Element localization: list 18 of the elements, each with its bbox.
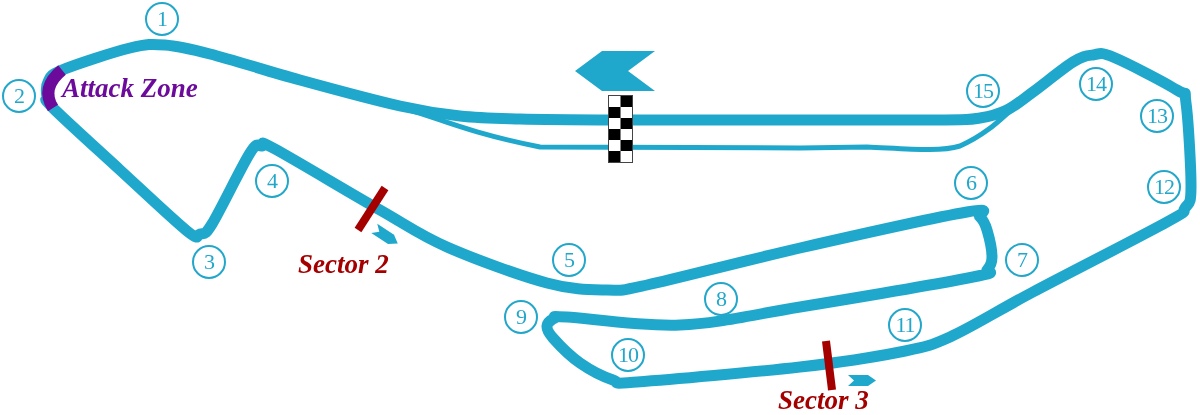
- turn-number: 8: [704, 282, 738, 316]
- turn-number: 9: [504, 300, 538, 334]
- turn-number: 1: [145, 2, 179, 36]
- zone-label: Attack Zone: [62, 75, 198, 102]
- turn-number: 3: [192, 245, 226, 279]
- turn-number: 14: [1079, 67, 1113, 101]
- turn-number: 13: [1140, 99, 1174, 133]
- turn-number: 4: [255, 164, 289, 198]
- turn-number: 6: [954, 166, 988, 200]
- turn-number: 15: [966, 74, 1000, 108]
- turn-number: 11: [888, 308, 922, 342]
- sector-label: Sector 2: [298, 251, 389, 278]
- turn-number: 12: [1147, 170, 1181, 204]
- sector-label: Sector 3: [778, 387, 869, 414]
- turn-number: 10: [611, 338, 645, 372]
- turn-number: 5: [552, 243, 586, 277]
- turn-number: 2: [2, 79, 36, 113]
- turn-number: 7: [1005, 243, 1039, 277]
